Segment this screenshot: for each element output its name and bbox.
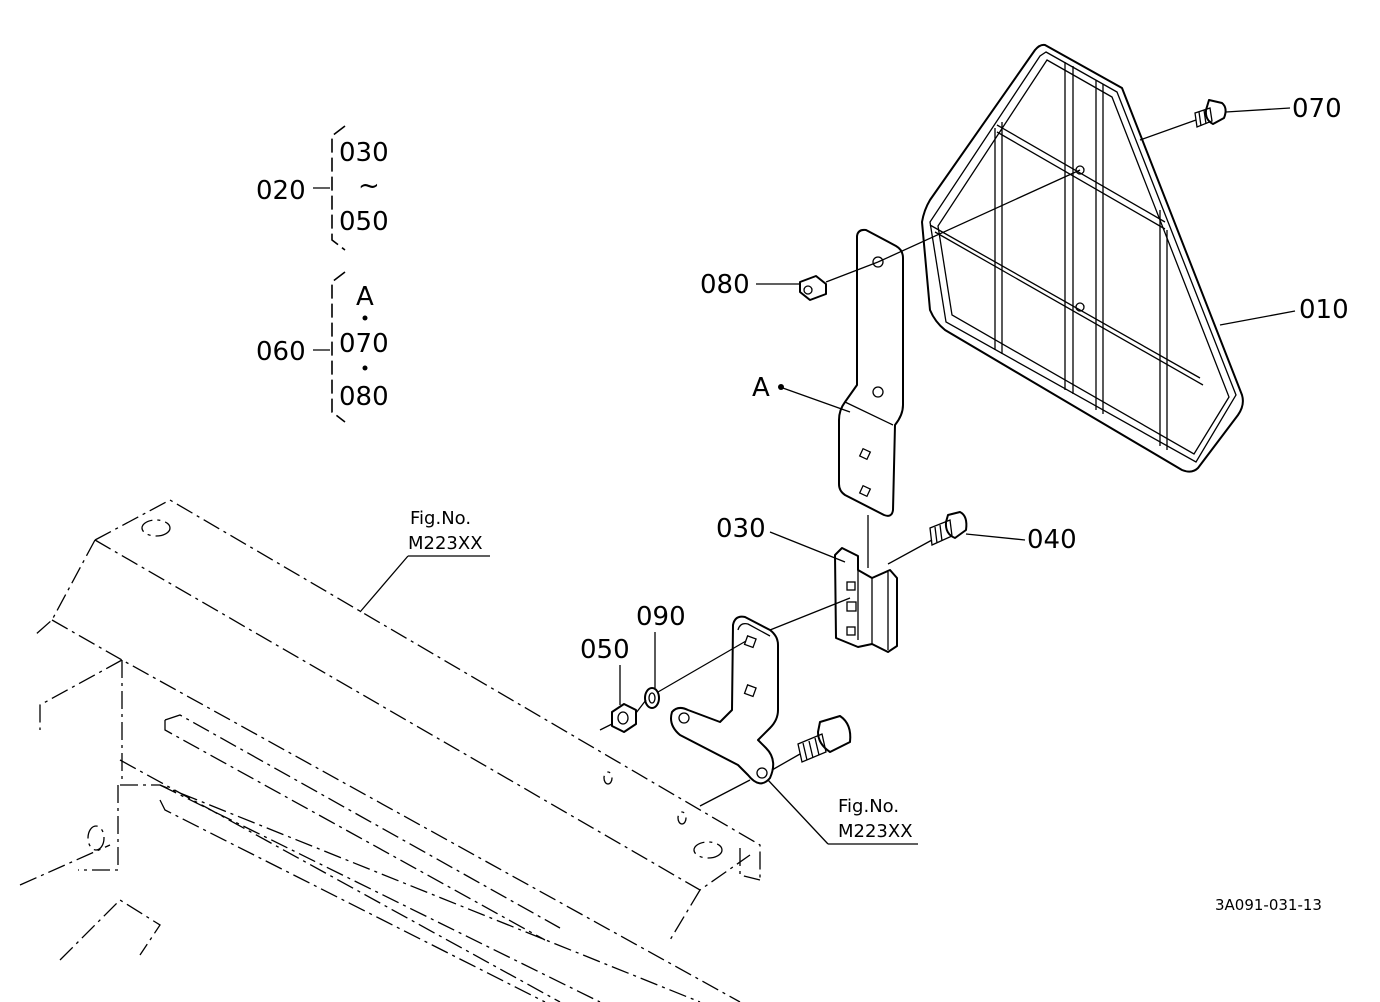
machine-frame	[19, 499, 761, 1002]
ref2-line1: Fig.No.	[838, 796, 899, 817]
callout-A: A	[752, 373, 770, 403]
ref2-line2: M223XX	[838, 821, 913, 842]
bolt-lower	[797, 715, 852, 763]
reflector-panel-010	[921, 43, 1244, 473]
separator-dot	[362, 365, 368, 371]
group-020-top: 030	[339, 138, 389, 168]
stay-bracket	[670, 615, 779, 785]
callout-090: 090	[636, 602, 686, 632]
group-060-bottom: 080	[339, 382, 389, 412]
nut-080: 080	[700, 270, 827, 301]
callout-060: 060	[256, 337, 306, 367]
reference-fig-2: Fig.No. M223XX	[767, 779, 918, 845]
bolt-040: 040	[929, 511, 1077, 555]
drawing-number: 3A091-031-13	[1215, 896, 1322, 914]
ref1-line1: Fig.No.	[410, 508, 471, 529]
callout-080: 080	[700, 270, 750, 300]
holder-030: 030	[716, 514, 898, 653]
group-060-middle: 070	[339, 329, 389, 359]
bracket-A: A	[752, 228, 904, 517]
callout-030: 030	[716, 514, 766, 544]
callout-020: 020	[256, 176, 306, 206]
callout-070: 070	[1292, 94, 1342, 124]
callout-050: 050	[580, 635, 630, 665]
group-020-legend: 020 030 ~ 050	[256, 125, 389, 251]
group-060-top: A	[356, 282, 374, 312]
group-020-sep: ~	[358, 171, 380, 201]
group-060-legend: 060 A 070 080	[256, 271, 389, 423]
washer-090: 090	[636, 602, 686, 709]
callout-040: 040	[1027, 525, 1077, 555]
group-020-bottom: 050	[339, 207, 389, 237]
nut-050: 050	[580, 635, 637, 733]
bolt-070: 070	[1194, 94, 1342, 128]
reference-fig-1: Fig.No. M223XX	[359, 508, 490, 613]
callout-010: 010	[1299, 295, 1349, 325]
ref1-line2: M223XX	[408, 533, 483, 554]
separator-dot	[362, 315, 368, 321]
